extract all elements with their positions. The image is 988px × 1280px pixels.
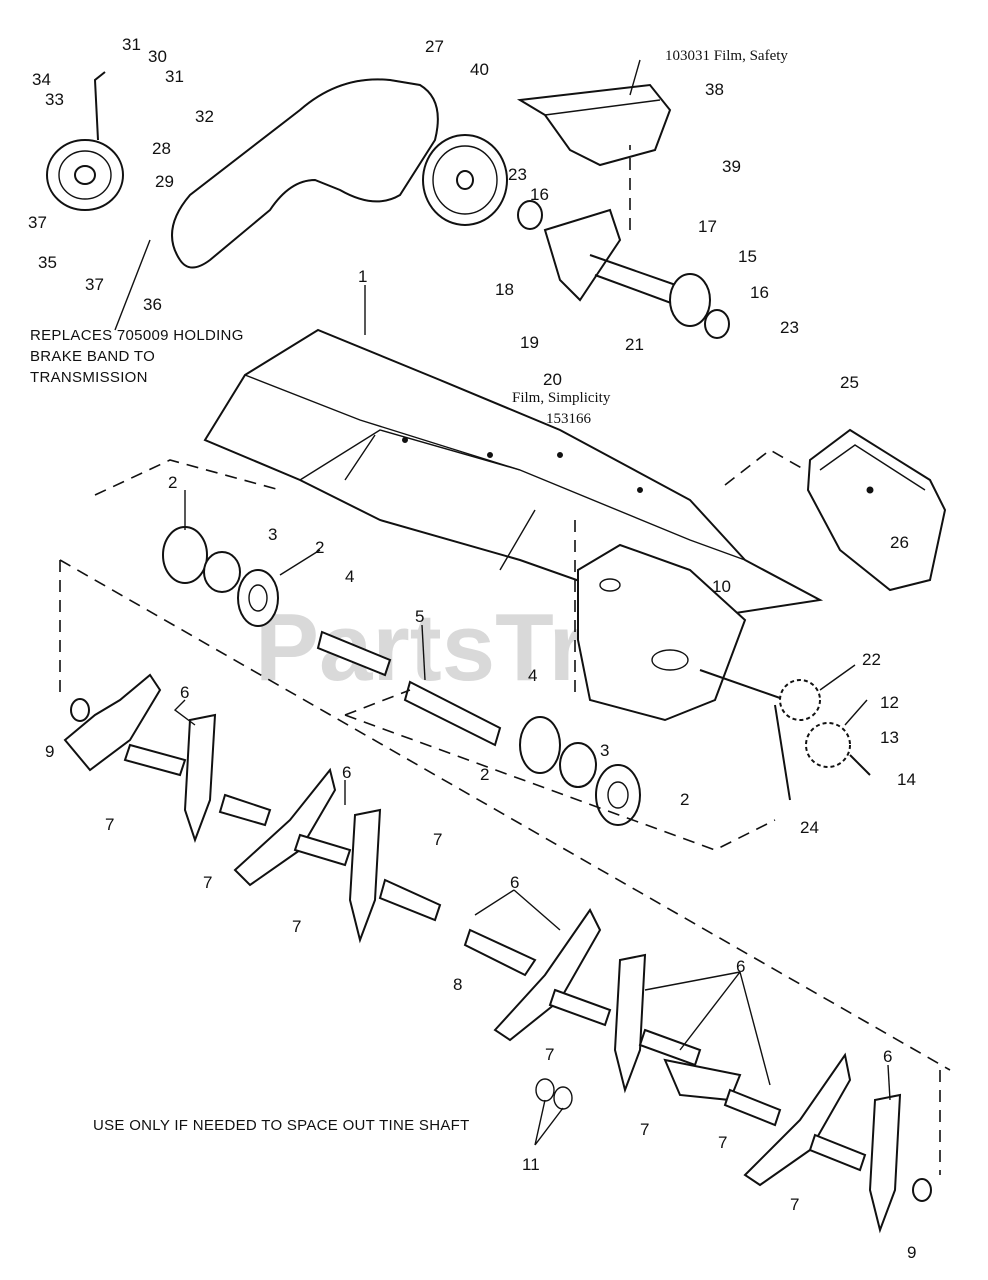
- callout: 19: [520, 333, 539, 352]
- callout: 6: [883, 1047, 892, 1066]
- callout: 21: [625, 335, 644, 354]
- tine-blades-and-spacers: [63, 673, 932, 1234]
- callout: 34: [32, 70, 51, 89]
- callout: 31: [165, 67, 184, 86]
- tiller-hood: [203, 328, 824, 622]
- small-pulley: [46, 71, 124, 211]
- callout: 22: [862, 650, 881, 669]
- callout: 2: [680, 790, 689, 809]
- callout: 2: [480, 765, 489, 784]
- callout: 7: [640, 1120, 649, 1139]
- callout: 7: [203, 873, 212, 892]
- callout: 14: [897, 770, 916, 789]
- callout: 5: [415, 607, 424, 626]
- callout: 7: [718, 1133, 727, 1152]
- callout: 6: [180, 683, 189, 702]
- callout: 24: [800, 818, 819, 837]
- callout: 39: [722, 157, 741, 176]
- callout: 35: [38, 253, 57, 272]
- callout: 4: [345, 567, 354, 586]
- callout: 30: [148, 47, 167, 66]
- callout: 23: [780, 318, 799, 337]
- callout: 9: [907, 1243, 916, 1262]
- callout: 33: [45, 90, 64, 109]
- callout: 18: [495, 280, 514, 299]
- shaft-bracket-assembly: [517, 200, 730, 339]
- callout: 8: [453, 975, 462, 994]
- callout: 11: [522, 1155, 540, 1174]
- callout: 20: [543, 370, 562, 389]
- callout: 16: [530, 185, 549, 204]
- sprockets-and-chain: [774, 679, 871, 801]
- callout: 7: [790, 1195, 799, 1214]
- callout: 7: [292, 917, 301, 936]
- left-bearing-set: [162, 526, 279, 627]
- callout: 29: [155, 172, 174, 191]
- gear-housing-plate: [577, 543, 801, 722]
- callout: 13: [880, 728, 899, 747]
- large-pulley: [422, 134, 508, 226]
- callout: 4: [528, 666, 537, 685]
- spacer-note: USE ONLY IF NEEDED TO SPACE OUT TINE SHA…: [93, 1117, 470, 1134]
- callout: 3: [600, 741, 609, 760]
- replaces-note-line1: REPLACES 705009 HOLDING: [30, 327, 244, 344]
- callout: 28: [152, 139, 171, 158]
- replaces-note-line3: TRANSMISSION: [30, 369, 148, 386]
- callout: 15: [738, 247, 757, 266]
- callout: 6: [342, 763, 351, 782]
- callout-numbers: 1 2 2 2 2 3 3 4 4 5 6 6 6 6 6 7 7 7 7 7 …: [28, 35, 916, 1262]
- callout: 10: [712, 577, 731, 596]
- leader-lines: [114, 59, 891, 1146]
- assembly-lines: [59, 145, 951, 1175]
- callout: 26: [890, 533, 909, 552]
- callout: 27: [425, 37, 444, 56]
- callout: 16: [750, 283, 769, 302]
- safety-film-note: 103031 Film, Safety: [665, 48, 788, 64]
- callout: 6: [736, 957, 745, 976]
- callout: 9: [45, 742, 54, 761]
- callout: 7: [545, 1045, 554, 1064]
- right-bearing-set: [519, 716, 641, 826]
- simplicity-film-note-line2: 153166: [546, 411, 592, 427]
- tine-shafts: [316, 630, 502, 747]
- callout: 2: [315, 538, 324, 557]
- callout: 40: [470, 60, 489, 79]
- replaces-note-line2: BRAKE BAND TO: [30, 348, 155, 365]
- callout: 37: [28, 213, 47, 232]
- callout: 6: [510, 873, 519, 892]
- simplicity-film-note-line1: Film, Simplicity: [512, 390, 611, 406]
- callout: 31: [122, 35, 141, 54]
- callout: 17: [698, 217, 717, 236]
- callout: 37: [85, 275, 104, 294]
- callout: 36: [143, 295, 162, 314]
- callout: 32: [195, 107, 214, 126]
- callout: 7: [433, 830, 442, 849]
- callout: 3: [268, 525, 277, 544]
- callout: 23: [508, 165, 527, 184]
- callout: 25: [840, 373, 859, 392]
- callout: 38: [705, 80, 724, 99]
- belt-guard: [516, 83, 672, 167]
- callout: 7: [105, 815, 114, 834]
- callout: 12: [880, 693, 899, 712]
- drive-belt: [171, 78, 439, 269]
- callout: 1: [358, 267, 367, 286]
- callout: 2: [168, 473, 177, 492]
- chain-guard: [806, 428, 947, 592]
